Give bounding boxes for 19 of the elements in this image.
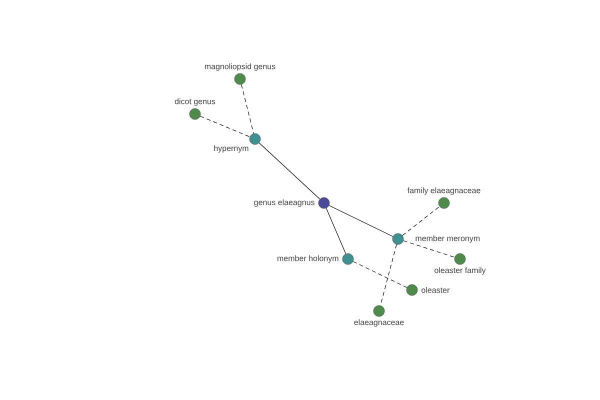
node-label: dicot genus	[174, 98, 216, 106]
node-label: member holonym	[278, 255, 338, 263]
connector-line	[402, 206, 440, 236]
node-label: member meronym	[416, 235, 480, 243]
connector-line	[380, 244, 397, 306]
node-label: family elaeagnaceae	[407, 187, 480, 195]
node-label: oleaster	[422, 287, 450, 293]
node-label: hypernym	[214, 145, 248, 153]
connector-line	[328, 205, 394, 237]
node-label: magnoliopsid genus	[204, 63, 276, 71]
connector-line	[326, 208, 346, 254]
node-label: genus elaeagnus	[254, 199, 314, 207]
connector-line	[403, 240, 455, 258]
connector-line	[241, 84, 254, 134]
node-label: oleaster family	[434, 267, 486, 275]
node-label: elaeagnaceae	[354, 319, 404, 327]
connector-line	[200, 116, 250, 138]
connector-line	[352, 261, 408, 288]
connector-line	[258, 142, 320, 200]
